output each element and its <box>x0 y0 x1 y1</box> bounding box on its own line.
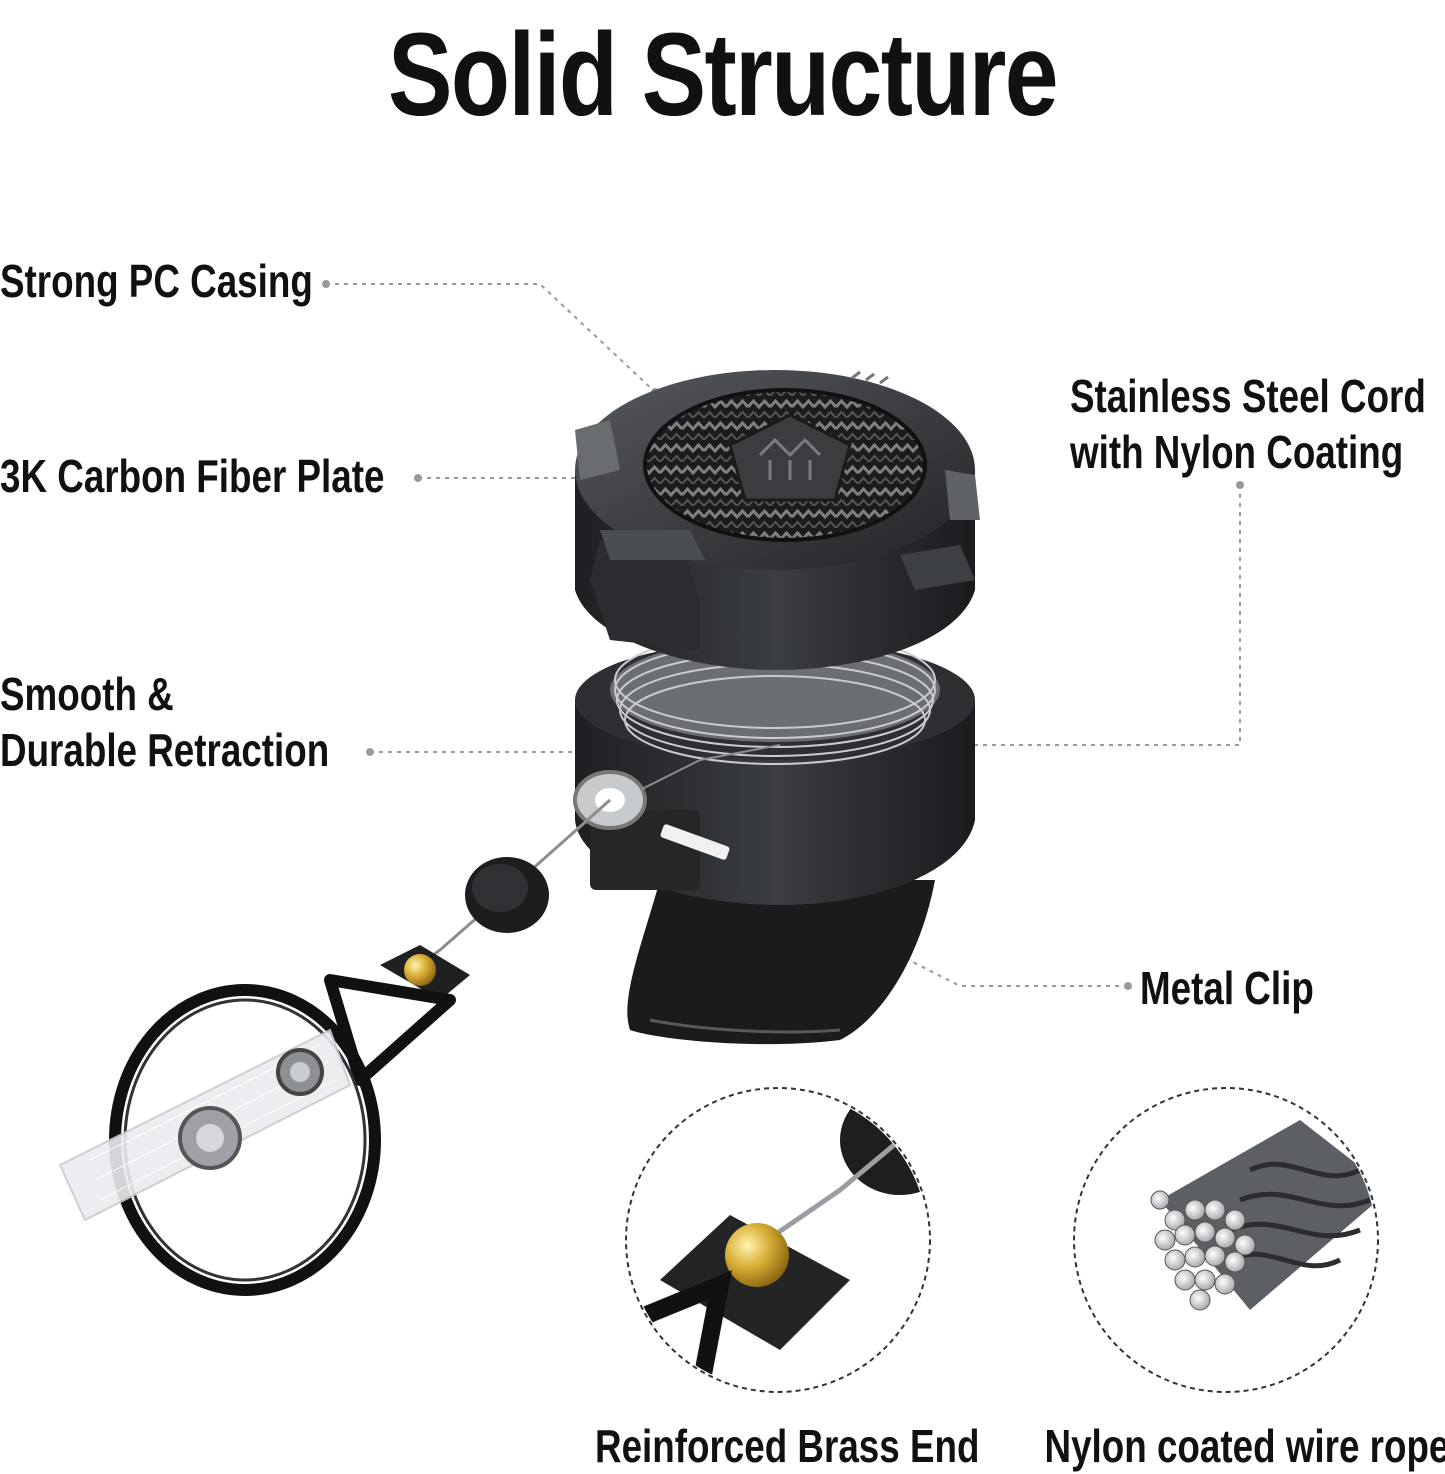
callout-cord-line2: with Nylon Coating <box>1070 426 1404 478</box>
page-title: Solid Structure <box>388 9 1059 141</box>
leader-cord <box>870 485 1241 746</box>
caption-wire-rope: Nylon coated wire rope <box>1044 1420 1445 1472</box>
callout-cord-line1: Stainless Steel Cord <box>1070 370 1426 422</box>
logo-emblem <box>728 413 852 502</box>
metal-clip <box>627 880 935 1045</box>
callout-retraction-line1: Smooth & <box>0 668 174 720</box>
leader-casing <box>326 283 656 393</box>
detail-brass-ball <box>725 1223 789 1287</box>
callout-retraction-line2: Durable Retraction <box>0 724 330 776</box>
callout-clip: Metal Clip <box>1140 962 1314 1014</box>
leader-clip <box>839 924 1128 987</box>
callout-casing: Strong PC Casing <box>0 255 313 307</box>
callout-plate: 3K Carbon Fiber Plate <box>0 450 385 502</box>
brass-end <box>404 954 436 986</box>
caption-brass-end: Reinforced Brass End <box>595 1420 980 1472</box>
